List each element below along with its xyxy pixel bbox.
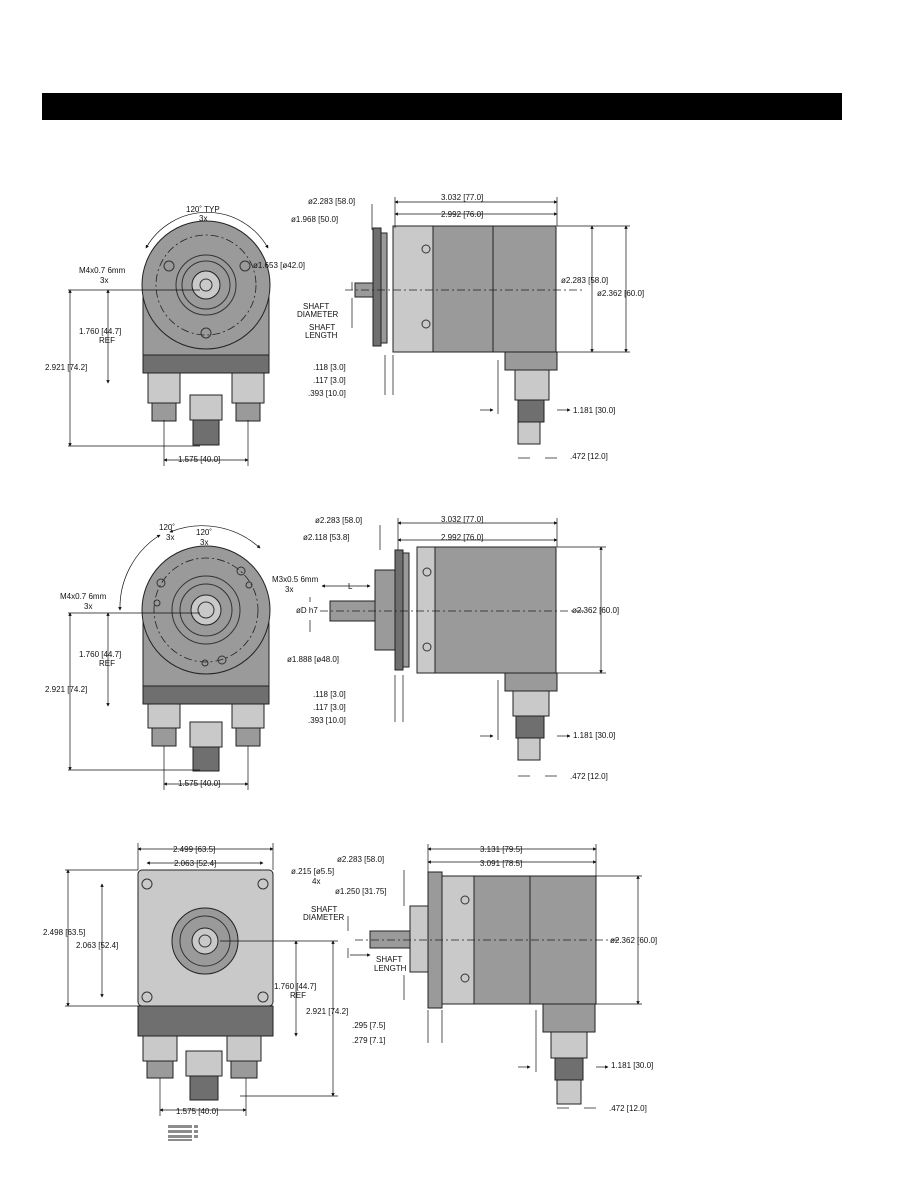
v2-len-label: L: [348, 582, 353, 591]
v3-pilot-dia: ø1.250 [31.75]: [335, 887, 387, 896]
footer-logo-icon: [168, 1125, 198, 1141]
v1-thread-qty: 3x: [100, 276, 108, 285]
header-bar: [42, 93, 842, 120]
v3-height-holes: 2.063 [52.4]: [76, 941, 118, 950]
view1-side-drawing: [345, 197, 630, 459]
v3-hole-qty: 4x: [312, 877, 320, 886]
v3-conn-offset: 1.181 [30.0]: [611, 1061, 653, 1070]
v1-d1: .118 [3.0]: [313, 363, 346, 372]
v1-d3: .393 [10.0]: [308, 389, 346, 398]
v2-d1: .118 [3.0]: [313, 690, 346, 699]
v3-conn-width: .472 [12.0]: [609, 1104, 647, 1113]
v1-conn-offset: 1.181 [30.0]: [573, 406, 615, 415]
v3-height-outer: 2.498 [63.5]: [43, 928, 85, 937]
v3-flange-dia: ø2.283 [58.0]: [337, 855, 384, 864]
v3-hole-dia: ø.215 [ø5.5]: [291, 867, 334, 876]
v3-shaft-len-l1: SHAFT: [376, 955, 402, 964]
v3-d2: .279 [7.1]: [352, 1036, 385, 1045]
v1-flange-dia: ø2.283 [58.0]: [308, 197, 355, 206]
v3-height-ref-sub: REF: [290, 991, 306, 1000]
v1-shaft-len-l2: LENGTH: [305, 331, 338, 340]
v2-dia-outer: ø2.362 [60.0]: [572, 606, 619, 615]
v2-len-body: 2.992 [76.0]: [441, 533, 483, 542]
v1-height: 2.921 [74.2]: [45, 363, 87, 372]
v3-conn-spacing: 1.575 [40.0]: [176, 1107, 218, 1116]
v3-height-ref: 1.760 [44.7]: [274, 982, 316, 991]
v3-dia-outer: ø2.362 [60.0]: [610, 936, 657, 945]
v1-conn-spacing: 1.575 [40.0]: [178, 455, 220, 464]
v1-bolt-circle: ø1.653 [ø42.0]: [253, 261, 305, 270]
view3-front-drawing: [65, 843, 338, 1116]
v3-shaft-dia-l2: DIAMETER: [303, 913, 345, 922]
v2-height-ref-sub: REF: [99, 659, 115, 668]
v1-shaft-dia-l1: SHAFT: [303, 302, 329, 311]
v2-angle-b-qty: 3x: [200, 538, 208, 547]
v2-d3: .393 [10.0]: [308, 716, 346, 725]
v2-pilot-dia: ø2.118 [53.8]: [303, 533, 350, 542]
v1-dia-body: ø2.283 [58.0]: [561, 276, 608, 285]
v1-thread: M4x0.7 6mm: [79, 266, 126, 275]
v1-len-total: 3.032 [77.0]: [441, 193, 483, 202]
v2-shaft-label: øD h7: [296, 606, 318, 615]
view2-front-drawing: [68, 525, 271, 790]
v2-conn-offset: 1.181 [30.0]: [573, 731, 615, 740]
v2-angle-a: 120˚: [159, 523, 175, 532]
v2-thread-a: M4x0.7 6mm: [60, 592, 107, 601]
v3-width-outer: 2.499 [63.5]: [173, 845, 215, 854]
v2-bolt-circle: ø1.888 [ø48.0]: [287, 655, 339, 664]
v2-len-total: 3.032 [77.0]: [441, 515, 483, 524]
v3-shaft-len-l2: LENGTH: [374, 964, 407, 973]
v2-conn-spacing: 1.575 [40.0]: [178, 779, 220, 788]
v3-width-holes: 2.063 [52.4]: [174, 859, 216, 868]
v1-dia-outer: ø2.362 [60.0]: [597, 289, 644, 298]
v2-flange-dia: ø2.283 [58.0]: [315, 516, 362, 525]
v3-shaft-dia-l1: SHAFT: [311, 905, 337, 914]
v2-angle-b: 120˚: [196, 528, 212, 537]
v2-height: 2.921 [74.2]: [45, 685, 87, 694]
v1-height-ref-sub: REF: [99, 336, 115, 345]
v1-d2: .117 [3.0]: [313, 376, 346, 385]
v1-shaft-dia-l2: DIAMETER: [297, 310, 339, 319]
v1-angle: 120˚ TYP: [186, 205, 220, 214]
v3-d1: .295 [7.5]: [352, 1021, 385, 1030]
v1-conn-width: .472 [12.0]: [570, 452, 608, 461]
v1-angle-qty: 3x: [199, 214, 207, 223]
v2-d2: .117 [3.0]: [313, 703, 346, 712]
v1-len-body: 2.992 [76.0]: [441, 210, 483, 219]
v2-height-ref: 1.760 [44.7]: [79, 650, 121, 659]
v2-thread-b-qty: 3x: [285, 585, 293, 594]
v2-thread-a-qty: 3x: [84, 602, 92, 611]
v3-height: 2.921 [74.2]: [306, 1007, 348, 1016]
view1-front-drawing: [68, 211, 271, 466]
v2-angle-a-qty: 3x: [166, 533, 174, 542]
v2-conn-width: .472 [12.0]: [570, 772, 608, 781]
v3-len-body: 3.091 [78.5]: [480, 859, 522, 868]
v1-shaft-len-l1: SHAFT: [309, 323, 335, 332]
v3-len-total: 3.131 [79.5]: [480, 845, 522, 854]
v1-pilot-dia: ø1.968 [50.0]: [291, 215, 338, 224]
v2-thread-b: M3x0.5 6mm: [272, 575, 319, 584]
view3-side-drawing: [347, 844, 642, 1109]
v1-height-ref: 1.760 [44.7]: [79, 327, 121, 336]
view2-side-drawing: [309, 518, 606, 777]
